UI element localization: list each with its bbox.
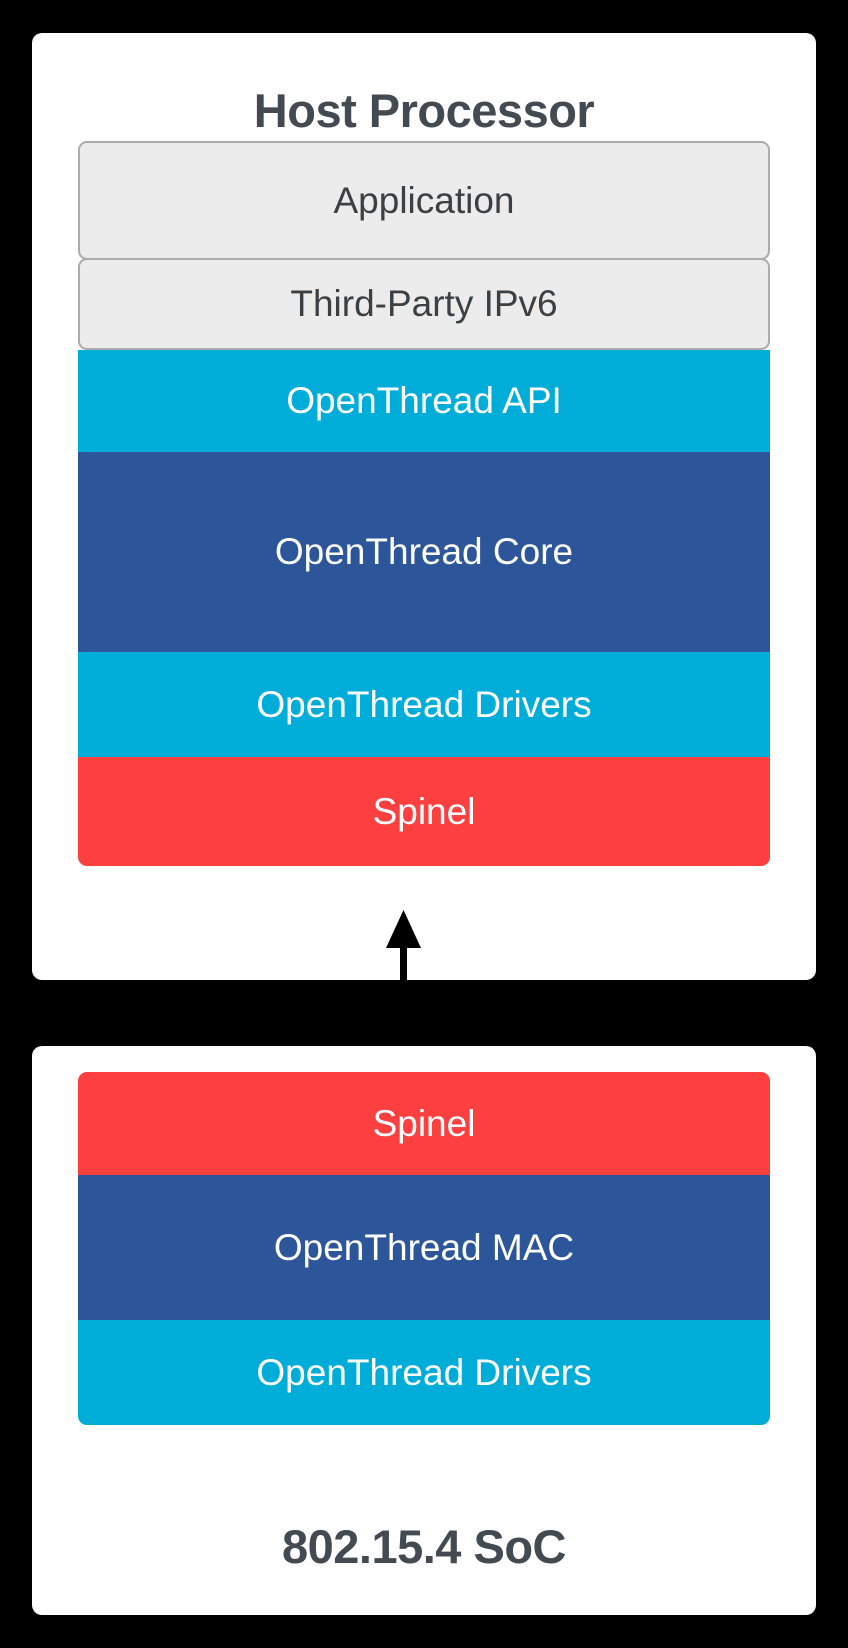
layer-openthread-mac: OpenThread MAC <box>78 1175 770 1320</box>
layer-spinel-soc: Spinel <box>78 1072 770 1175</box>
layer-label: OpenThread MAC <box>273 1226 575 1268</box>
layer-openthread-api: OpenThread API <box>78 350 770 452</box>
layer-label: Spinel <box>372 1102 476 1144</box>
layer-application: Application <box>78 141 770 260</box>
layer-label: OpenThread Drivers <box>256 683 592 725</box>
layer-label: Application <box>333 179 515 221</box>
layer-third-party-ipv6: Third-Party IPv6 <box>78 258 770 350</box>
host-processor-card: Host Processor Application Third-Party I… <box>32 33 816 980</box>
host-processor-title: Host Processor <box>253 84 595 137</box>
soc-802154-card: Spinel OpenThread MAC OpenThread Drivers… <box>32 1046 816 1615</box>
layer-openthread-drivers: OpenThread Drivers <box>78 652 770 757</box>
layer-spinel-host: Spinel <box>78 757 770 866</box>
soc-802154-title: 802.15.4 SoC <box>281 1520 567 1573</box>
layer-openthread-drivers-soc: OpenThread Drivers <box>78 1320 770 1425</box>
soc-layer-stack: Spinel OpenThread MAC OpenThread Drivers <box>78 1072 770 1425</box>
layer-label: OpenThread API <box>286 380 562 421</box>
layer-label: Third-Party IPv6 <box>290 283 558 324</box>
layer-openthread-core: OpenThread Core <box>78 452 770 652</box>
host-processor-layer-stack: Application Third-Party IPv6 OpenThread … <box>78 141 770 866</box>
layer-label: Spinel <box>372 790 476 832</box>
layer-label: OpenThread Drivers <box>256 1351 592 1393</box>
layer-label: OpenThread Core <box>274 531 574 572</box>
